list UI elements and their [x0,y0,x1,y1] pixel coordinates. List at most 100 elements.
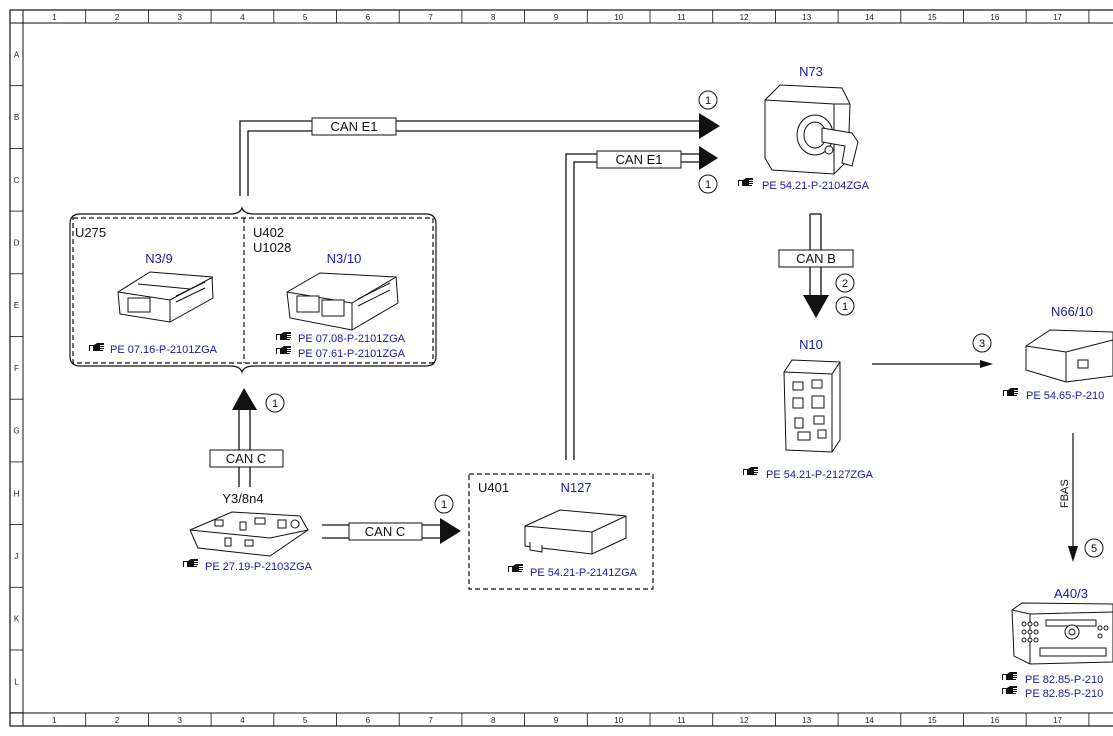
column-number: 14 [865,13,874,22]
row-letter: A [14,50,20,59]
transmission-control-image [189,511,309,557]
reference-row: PE 54.21-P-2104ZGA [738,178,870,192]
reference-row: PE 27.19-P-2103ZGA [183,559,313,573]
column-number: 7 [428,716,433,725]
component-name: N127 [560,480,591,495]
row-letter: G [13,427,19,436]
can-c-up-arrowhead [232,388,257,410]
can-b-label-box [778,249,854,268]
can-e1-lower-label-box [596,150,682,169]
component-name: A40/3 [1054,586,1088,601]
marker-n10-to-n66: 3 [972,333,992,353]
column-number: 1 [52,13,57,22]
component-n10[interactable]: N10 PE 54.21-P-2127ZGA [743,337,874,481]
column-number: 17 [1053,716,1062,725]
column-number: 16 [990,13,999,22]
column-number: 3 [178,716,183,725]
reference-row: PE 07.16-P-2101ZGA [89,343,218,356]
component-a40-3[interactable]: A40/3 PE 82.85-P-210 PE 82.85-P-210 [1002,586,1113,700]
audio-head-unit-image [1011,602,1113,665]
column-number: 2 [115,716,120,725]
pointing-hand-icon [276,332,291,340]
fbas-label: FBAS [1059,479,1071,508]
component-name: Y3/8n4 [222,491,263,506]
control-module-box-image [1025,329,1113,383]
column-number: 13 [802,716,811,725]
reference-code: PE 82.85-P-210 [1025,674,1103,686]
pointing-hand-icon [743,467,758,475]
column-number: 10 [614,13,623,22]
row-letter: K [14,615,20,624]
pointing-hand-icon [1002,672,1017,680]
component-n66-10[interactable]: N66/10 PE 54.65-P-210 [1003,304,1113,402]
can-b-down-arrowhead [803,295,829,318]
can-c-horizontal-label: CAN C [365,524,405,539]
can-c-vertical-label: CAN C [226,451,266,466]
can-e1-top-line [239,120,700,196]
column-number: 4 [240,716,245,725]
reference-code: PE 54.21-P-2104ZGA [762,180,870,192]
component-n127[interactable]: N127 PE 54.21-P-2141ZGA [508,480,638,579]
fbas-arrowhead [1068,546,1078,562]
svg-text:1: 1 [441,499,447,511]
row-letter: H [14,489,20,498]
component-name: N3/10 [327,251,362,266]
marker-can-b-1: 1 [835,296,855,316]
marker-can-c-right: 1 [434,494,454,514]
svg-text:1: 1 [705,95,711,107]
component-y3-8n4[interactable]: Y3/8n4 PE 27.19-P-2103ZGA [183,491,313,573]
reference-row: PE 82.85-P-210 PE 82.85-P-210 [1002,672,1103,700]
pointing-hand-icon [183,559,198,567]
pointing-hand-icon [1002,686,1017,694]
marker-can-c-up: 1 [265,393,285,413]
component-n3-9[interactable]: N3/9 PE 07.16-P-2101ZGA [89,251,218,356]
can-c-vertical-label-box [209,449,284,468]
pointing-hand-icon [508,564,523,572]
svg-text:1: 1 [272,398,278,410]
reference-code: PE 54.21-P-2127ZGA [766,469,874,481]
column-number: 4 [240,13,245,22]
svg-text:2: 2 [842,278,848,290]
column-number: 9 [554,13,559,22]
pointing-hand-icon [738,178,753,186]
pointing-hand-icon [1003,388,1018,396]
column-number: 5 [303,13,308,22]
row-letter: E [14,301,19,310]
column-number: 17 [1053,13,1062,22]
component-name: N3/9 [145,251,172,266]
pointing-hand-icon [276,346,291,354]
svg-text:1: 1 [705,179,711,191]
row-letter: C [14,176,20,185]
column-number: 13 [802,13,811,22]
marker-can-b-2: 2 [835,273,855,293]
reference-code: PE 54.65-P-210 [1026,390,1104,402]
component-n73[interactable]: N73 PE 54.21-P-2104ZGA [738,64,870,192]
n10-to-n66-arrowhead [980,360,993,368]
column-number: 5 [303,716,308,725]
row-letter: J [15,552,19,561]
row-letter: L [14,677,19,686]
component-name: N66/10 [1051,304,1093,319]
column-number: 7 [428,13,433,22]
reference-code: PE 82.85-P-210 [1025,688,1103,700]
column-number: 8 [491,716,496,725]
group-label-u402: U402 [253,225,284,240]
column-number: 12 [740,13,749,22]
column-number: 2 [115,13,120,22]
column-number: 6 [366,13,371,22]
module-group-u401 [468,473,654,590]
component-name: N10 [799,337,823,352]
group-label-u401: U401 [478,480,509,495]
pointing-hand-icon [89,343,104,351]
sam-control-unit-image [783,359,841,453]
row-letter: F [14,364,19,373]
column-number: 15 [928,13,937,22]
column-number: 11 [677,13,686,22]
group-label-u275: U275 [75,225,106,240]
component-n3-10[interactable]: N3/10 PE 07.08-P-2101ZGA PE 07.61-P-2101… [276,251,406,360]
frame [9,9,1113,727]
